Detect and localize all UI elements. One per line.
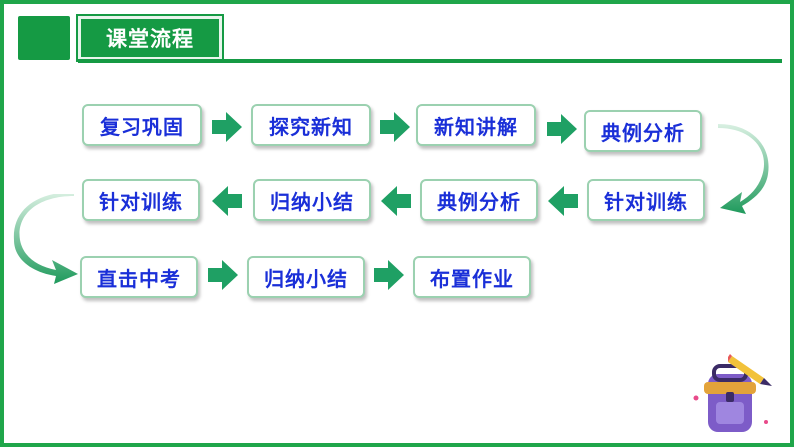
flow-step-label: 布置作业	[430, 266, 514, 291]
flow-step-label: 新知讲解	[434, 114, 518, 139]
flow-step-7: 典例分析	[420, 179, 538, 221]
right-arrow-icon	[374, 260, 404, 290]
flow-step-8: 针对训练	[587, 179, 705, 221]
pencil-icon	[728, 354, 772, 386]
right-arrow-icon	[208, 260, 238, 290]
curved-arrow-icon	[13, 194, 78, 284]
flow-step-label: 直击中考	[97, 266, 181, 291]
flow-step-1: 复习巩固	[82, 104, 202, 146]
right-arrow-icon	[547, 114, 577, 144]
title-box: 课堂流程	[76, 14, 224, 62]
flow-step-5: 针对训练	[82, 179, 200, 221]
flow-step-label: 探究新知	[269, 114, 353, 139]
flow-step-label: 归纳小结	[270, 189, 354, 214]
title-underline	[78, 59, 782, 63]
curved-arrow-icon	[718, 124, 769, 214]
backpack-icon	[693, 364, 768, 432]
flow-step-9: 直击中考	[80, 256, 198, 298]
flow-step-label: 复习巩固	[100, 114, 184, 139]
flow-step-2: 探究新知	[251, 104, 371, 146]
flow-step-10: 归纳小结	[247, 256, 365, 298]
flow-step-label: 针对训练	[604, 189, 688, 214]
header-corner-block	[18, 16, 70, 60]
flow-step-label: 归纳小结	[264, 266, 348, 291]
left-arrow-icon	[381, 186, 411, 216]
flow-step-4: 典例分析	[584, 110, 702, 152]
flow-step-label: 典例分析	[437, 189, 521, 214]
left-arrow-icon	[212, 186, 242, 216]
flow-step-11: 布置作业	[413, 256, 531, 298]
flow-step-label: 典例分析	[601, 120, 685, 145]
flow-step-6: 归纳小结	[253, 179, 371, 221]
flow-step-label: 针对训练	[99, 189, 183, 214]
flow-step-3: 新知讲解	[416, 104, 536, 146]
page-title: 课堂流程	[106, 27, 194, 51]
left-arrow-icon	[548, 186, 578, 216]
right-arrow-icon	[212, 112, 242, 142]
right-arrow-icon	[380, 112, 410, 142]
